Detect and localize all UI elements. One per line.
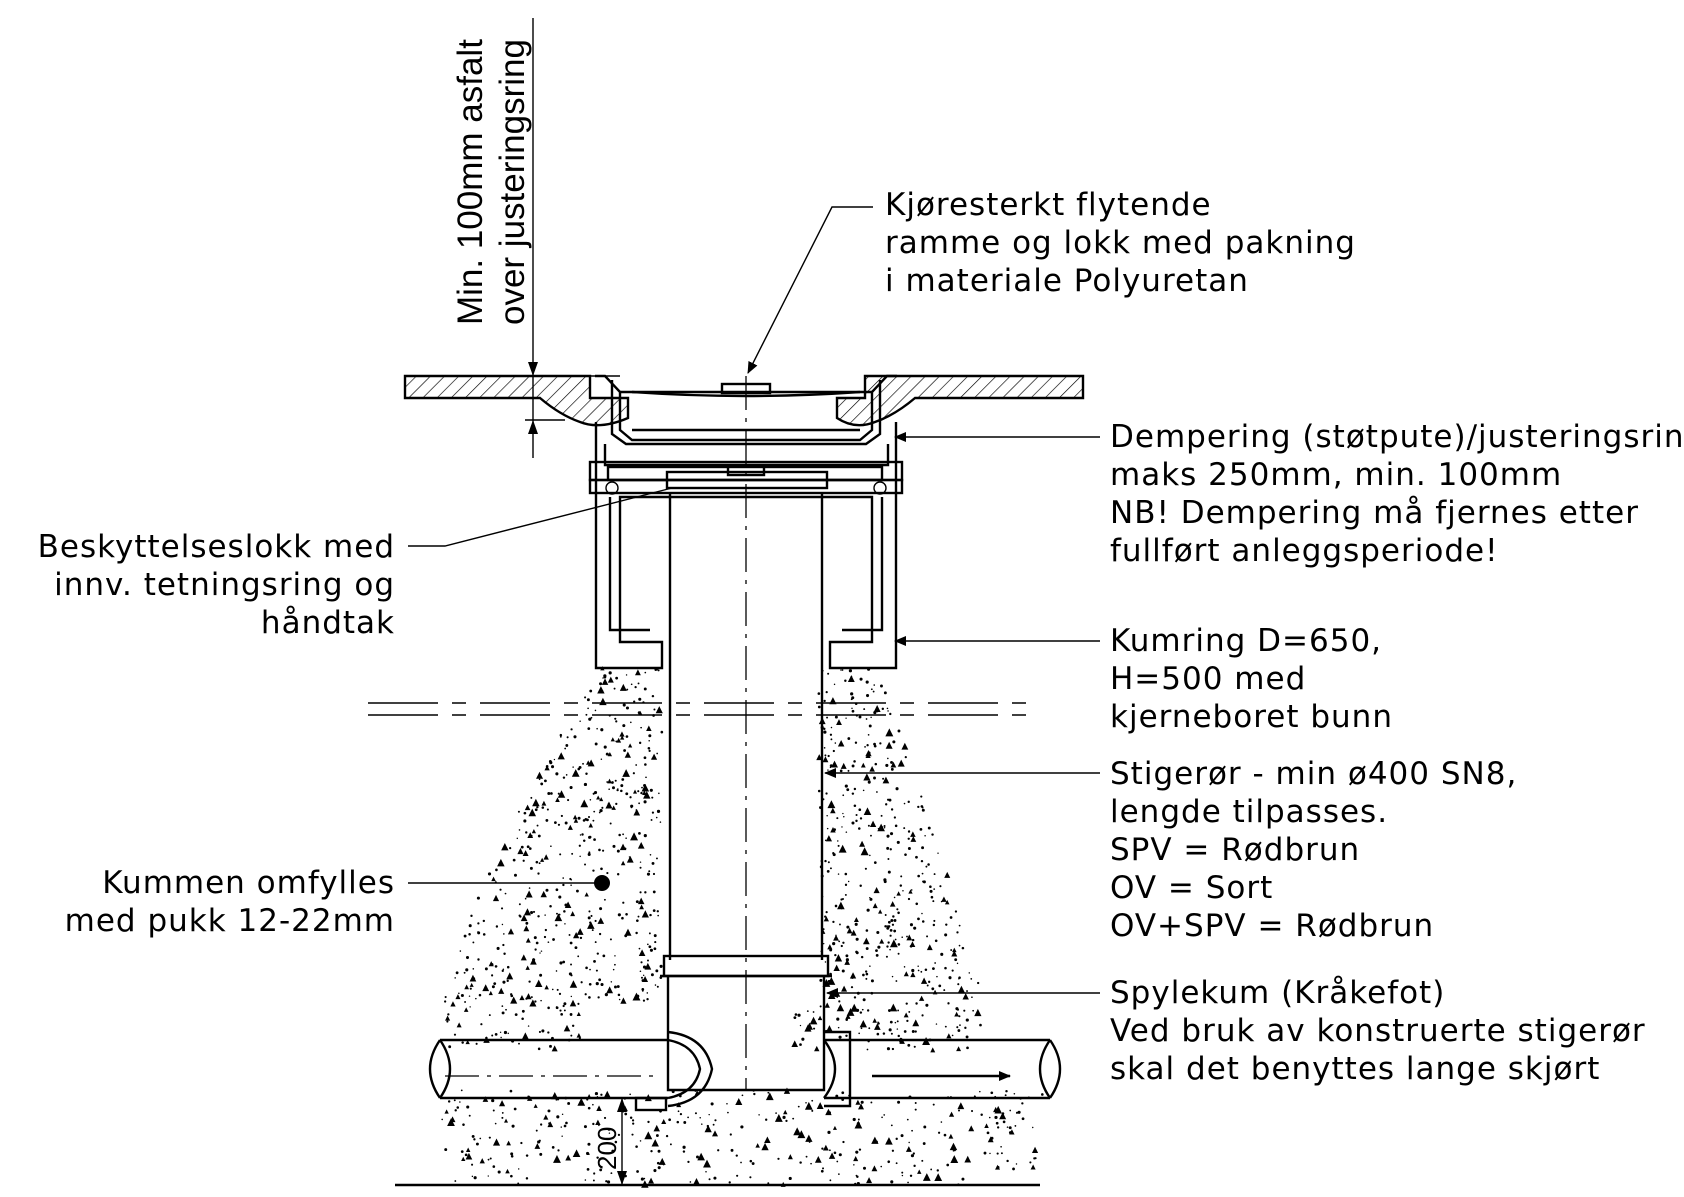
label-manhole-ring-line-3: kjerneboret bunn	[1110, 699, 1393, 735]
label-damping-line-2: maks 250mm, min. 100mm	[1110, 457, 1562, 493]
bottom-dimension: 200	[592, 1097, 640, 1185]
label-damping: Dempering (støtpute)/justeringsring maks…	[1110, 419, 1684, 569]
break-lines	[368, 702, 1035, 716]
flush-manhole-base	[428, 1020, 1062, 1112]
label-manhole-ring: Kumring D=650, H=500 med kjerneboret bun…	[1110, 623, 1393, 735]
label-riser-line-3: SPV = Rødbrun	[1110, 832, 1360, 868]
label-riser-line-2: lengde tilpasses.	[1110, 794, 1388, 830]
label-frame-cover: Kjøresterkt flytende ramme og lokk med p…	[885, 187, 1356, 299]
dimension-200: 200	[592, 1127, 622, 1170]
label-riser-pipe: Stigerør - min ø400 SN8, lengde tilpasse…	[1110, 756, 1517, 944]
label-flush-line-2: Ved bruk av konstruerte stigerør	[1110, 1013, 1646, 1049]
dimension-cover-line-2: over justeringsring	[493, 39, 532, 325]
label-protection-lid: Beskyttelseslokk med innv. tetningsring …	[38, 529, 395, 641]
center-lines	[445, 376, 747, 1090]
label-manhole-ring-line-1: Kumring D=650,	[1110, 623, 1382, 659]
label-damping-line-3: NB! Dempering må fjernes etter	[1110, 495, 1639, 531]
dimension-cover-line-1: Min. 100mm asfalt	[451, 39, 490, 325]
label-flush-line-1: Spylekum (Kråkefot)	[1110, 975, 1445, 1011]
label-manhole-ring-line-2: H=500 med	[1110, 661, 1306, 697]
cover-dimension: Min. 100mm asfalt over justeringsring	[451, 18, 620, 458]
label-frame-cover-line-3: i materiale Polyuretan	[885, 263, 1249, 299]
asphalt-layer	[403, 374, 1085, 427]
label-riser-line-1: Stigerør - min ø400 SN8,	[1110, 756, 1517, 792]
label-backfill-line-1: Kummen omfylles	[102, 865, 395, 901]
gravel-backfill	[441, 666, 1044, 1188]
label-riser-line-5: OV+SPV = Rødbrun	[1110, 908, 1434, 944]
label-riser-line-4: OV = Sort	[1110, 870, 1273, 906]
label-flush-manhole: Spylekum (Kråkefot) Ved bruk av konstrue…	[1110, 975, 1646, 1087]
label-frame-cover-line-2: ramme og lokk med pakning	[885, 225, 1356, 261]
label-frame-cover-line-1: Kjøresterkt flytende	[885, 187, 1212, 223]
label-flush-line-3: skal det benyttes lange skjørt	[1110, 1051, 1600, 1087]
label-protection-lid-line-3: håndtak	[261, 605, 395, 641]
label-damping-line-4: fullført anleggsperiode!	[1110, 533, 1499, 569]
label-protection-lid-line-2: innv. tetningsring og	[54, 567, 395, 603]
label-backfill-line-2: med pukk 12-22mm	[65, 903, 395, 939]
label-damping-line-1: Dempering (støtpute)/justeringsring	[1110, 419, 1684, 455]
label-protection-lid-line-1: Beskyttelseslokk med	[38, 529, 395, 565]
leader-lines	[408, 206, 1100, 998]
label-backfill: Kummen omfylles med pukk 12-22mm	[65, 865, 395, 939]
